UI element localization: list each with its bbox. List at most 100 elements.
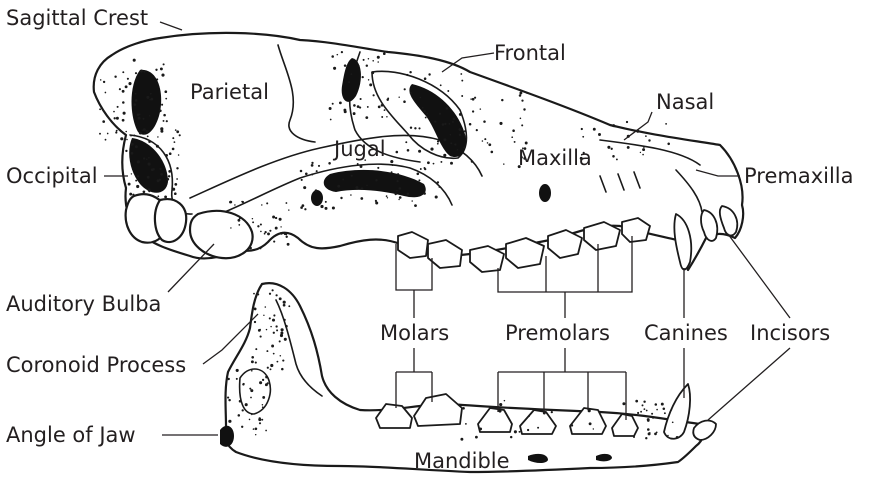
stipple-dot (135, 99, 138, 102)
stipple-dot (344, 64, 347, 67)
stipple-dot (465, 423, 467, 425)
stipple-dot (475, 436, 478, 439)
stipple-dot (661, 403, 664, 406)
stipple-dot (131, 152, 134, 155)
stipple-dot (135, 180, 137, 182)
stipple-dot (514, 141, 516, 143)
stipple-dot (460, 73, 462, 75)
stipple-dot (396, 151, 399, 154)
stipple-dot (271, 345, 274, 348)
stipple-dot (279, 340, 281, 342)
stipple-dot (459, 128, 462, 131)
stipple-dot (156, 145, 159, 148)
stipple-dot (165, 154, 168, 157)
stipple-dot (446, 107, 449, 110)
stipple-dot (355, 186, 358, 189)
stipple-dot (667, 143, 670, 146)
stipple-dot (525, 142, 528, 145)
stipple-dot (249, 247, 252, 250)
stipple-dot (474, 97, 476, 99)
stipple-dot (260, 248, 262, 250)
stipple-dot (527, 429, 529, 431)
stipple-dot (659, 149, 660, 150)
stipple-dot (375, 201, 378, 204)
stipple-dot (378, 106, 381, 109)
stipple-dot (251, 370, 253, 372)
stipple-dot (253, 428, 255, 430)
stipple-dot (159, 168, 161, 170)
stipple-dot (285, 202, 287, 204)
stipple-dot (253, 293, 255, 295)
stipple-dot (386, 195, 388, 197)
stipple-dot (316, 170, 318, 172)
stipple-dot (368, 79, 369, 80)
stipple-dot (611, 148, 613, 150)
stipple-dot (283, 319, 285, 321)
stipple-dot (439, 186, 441, 188)
stipple-dot (166, 120, 168, 122)
label-parietal: Parietal (190, 82, 269, 103)
stipple-dot (255, 362, 257, 364)
stipple-dot (325, 207, 328, 210)
stipple-dot (251, 356, 254, 359)
stipple-dot (143, 190, 146, 193)
stipple-dot (381, 104, 384, 107)
stipple-dot (174, 183, 177, 186)
stipple-dot (469, 123, 472, 126)
stipple-dot (519, 431, 521, 433)
stipple-dot (250, 389, 253, 392)
stipple-dot (230, 201, 233, 204)
stipple-dot (139, 131, 142, 134)
stipple-dot (264, 231, 266, 233)
stipple-dot (461, 95, 463, 97)
stipple-dot (329, 107, 332, 110)
stipple-dot (424, 168, 426, 170)
stipple-dot (228, 378, 230, 380)
stipple-dot (423, 192, 426, 195)
stipple-dot (311, 164, 314, 167)
stipple-dot (627, 146, 630, 149)
stipple-dot (259, 329, 261, 331)
stipple-dot (320, 205, 323, 208)
stipple-dot (267, 367, 269, 369)
stipple-dot (130, 143, 132, 145)
stipple-dot (418, 127, 420, 129)
stipple-dot (337, 54, 339, 56)
stipple-dot (643, 408, 645, 410)
stipple-dot (664, 412, 666, 414)
stipple-dot (442, 123, 445, 126)
stipple-dot (521, 99, 523, 101)
stipple-dot (135, 72, 137, 74)
stipple-dot (255, 434, 256, 435)
stipple-dot (366, 185, 367, 186)
stipple-dot (163, 63, 165, 65)
stipple-dot (386, 116, 388, 118)
stipple-dot (140, 69, 143, 72)
upper-premolar-3 (548, 230, 582, 258)
stipple-dot (640, 152, 641, 153)
stipple-dot (581, 128, 583, 130)
stipple-dot (589, 422, 592, 425)
stipple-dot (633, 436, 635, 438)
stipple-dot (414, 204, 417, 207)
stipple-dot (122, 101, 125, 104)
stipple-dot (471, 160, 474, 163)
stipple-dot (285, 325, 288, 328)
stipple-dot (487, 142, 489, 144)
stipple-dot (179, 134, 181, 136)
stipple-dot (672, 421, 674, 423)
label-jugal: Jugal (334, 139, 386, 160)
stipple-dot (392, 164, 394, 166)
stipple-dot (472, 98, 475, 101)
stipple-dot (463, 146, 465, 148)
stipple-dot (265, 430, 267, 432)
stipple-dot (341, 51, 343, 53)
stipple-dot (371, 71, 374, 74)
stipple-dot (142, 130, 143, 131)
stipple-dot (143, 128, 146, 131)
stipple-dot (114, 117, 116, 119)
stipple-dot (280, 334, 283, 337)
stipple-dot (410, 126, 412, 128)
stipple-dot (482, 140, 484, 142)
stipple-dot (387, 197, 388, 198)
